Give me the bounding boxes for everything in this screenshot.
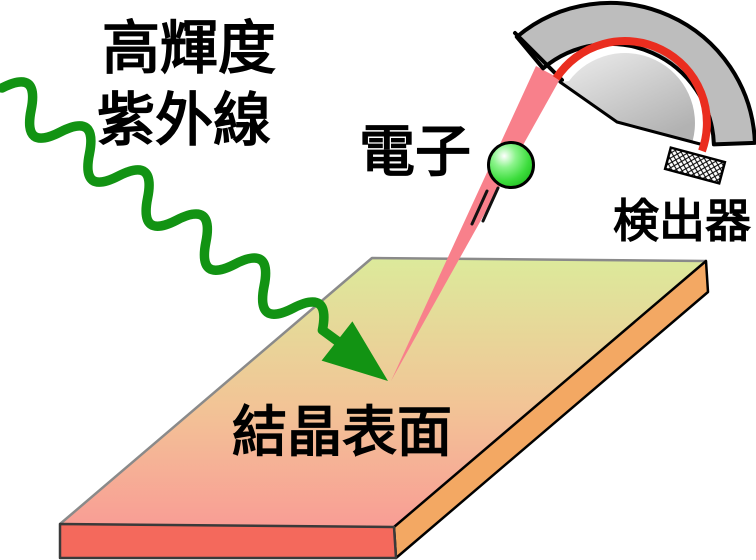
uv-wave-arrowhead (321, 321, 388, 381)
crystal-slab-front-face (58, 522, 398, 560)
detector-inner-electrode-edge (558, 80, 702, 146)
crystal-slab-top-face (60, 258, 706, 527)
electron-sphere-icon (487, 141, 535, 189)
electron-speed-marks (470, 186, 500, 226)
label-uv-line1: 高輝度 (102, 16, 276, 81)
uv-light-wave-arrow-icon (0, 77, 388, 381)
detector-plate-group (663, 146, 727, 185)
label-uv-line2: 紫外線 (97, 88, 271, 153)
detector-analyzer (513, 1, 756, 185)
label-detector: 検出器 (613, 195, 752, 247)
label-electron: 電子 (359, 120, 471, 183)
label-crystal-surface: 結晶表面 (232, 401, 452, 463)
uv-wave-path (0, 77, 345, 348)
detector-plate-hatched (663, 146, 727, 185)
crystal-slab (58, 256, 710, 560)
detector-inner-electrode (560, 53, 695, 142)
electron-trajectory-arc (552, 37, 711, 153)
crystal-slab-back-edges (59, 256, 707, 525)
detector-entrance-slit-line (513, 31, 564, 82)
